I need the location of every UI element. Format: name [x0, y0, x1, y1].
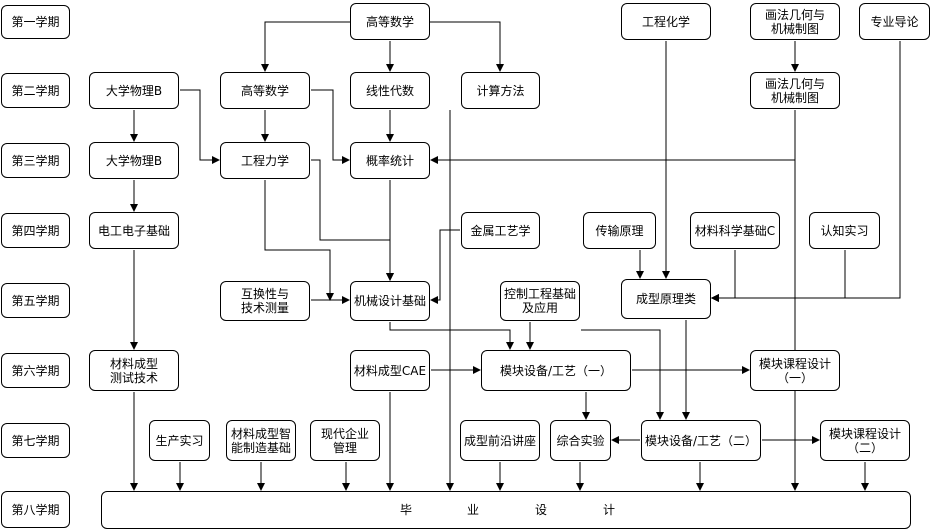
course-forming-cae: 材料成型CAE — [350, 350, 430, 391]
prerequisite-arrow — [711, 250, 846, 302]
graduation-char-3: 设 — [535, 503, 548, 517]
course-production-practice: 生产实习 — [149, 420, 210, 461]
prerequisite-arrow — [430, 21, 504, 72]
semester-label-7: 第七学期 — [1, 423, 70, 458]
graduation-project: 毕 业 设 计 — [101, 491, 911, 529]
course-engineering-mechanics: 工程力学 — [220, 142, 310, 179]
course-probability-statistics: 概率统计 — [350, 142, 430, 179]
course-electrical-electronics: 电工电子基础 — [89, 212, 179, 249]
course-linear-algebra: 线性代数 — [350, 72, 430, 109]
course-descriptive-geometry-2: 画法几何与 机械制图 — [750, 72, 840, 109]
course-materials-science-c: 材料科学基础C — [690, 212, 780, 249]
semester-label-5: 第五学期 — [1, 283, 70, 318]
semester-label-4: 第四学期 — [1, 213, 70, 248]
prerequisite-arrow — [581, 329, 664, 420]
prerequisite-arrow — [711, 250, 736, 302]
course-forming-testing: 材料成型 测试技术 — [89, 350, 179, 391]
semester-label-8: 第八学期 — [1, 491, 70, 528]
course-physics-b-2: 大学物理B — [89, 142, 179, 179]
course-frontier-lectures: 成型前沿讲座 — [460, 420, 540, 461]
prerequisite-arrow — [264, 180, 334, 301]
semester-label-1: 第一学期 — [1, 5, 70, 39]
course-enterprise-management: 现代企业 管理 — [310, 420, 380, 461]
course-transport-principles: 传输原理 — [583, 212, 656, 249]
prerequisite-arrow — [180, 89, 220, 164]
course-control-engineering: 控制工程基础 及应用 — [500, 281, 580, 321]
graduation-char-2: 业 — [467, 503, 480, 517]
course-module-equipment-1: 模块设备/工艺（一） — [481, 350, 631, 391]
course-forming-principles: 成型原理类 — [621, 279, 711, 319]
course-major-intro: 专业导论 — [859, 3, 930, 40]
course-smart-manufacturing: 材料成型智 能制造基础 — [226, 420, 296, 461]
prerequisite-arrow — [430, 229, 460, 304]
course-module-project-2: 模块课程设计 （二） — [820, 420, 910, 461]
course-module-equipment-2: 模块设备/工艺（二） — [641, 420, 761, 461]
semester-label-3: 第三学期 — [1, 143, 70, 178]
course-advanced-math-1: 高等数学 — [350, 3, 430, 40]
course-tolerance-measurement: 互换性与 技术测量 — [220, 281, 310, 321]
semester-label-6: 第六学期 — [1, 353, 70, 388]
course-module-project-1: 模块课程设计 （一） — [750, 350, 840, 391]
prerequisite-arrow — [261, 21, 350, 72]
course-comprehensive-experiment: 综合实验 — [550, 420, 611, 461]
graduation-char-1: 毕 — [400, 503, 413, 517]
course-machine-design: 机械设计基础 — [350, 281, 430, 321]
prerequisite-arrow — [311, 89, 350, 164]
course-descriptive-geometry-1: 画法几何与 机械制图 — [750, 3, 840, 40]
course-engineering-chemistry: 工程化学 — [621, 3, 711, 40]
semester-label-2: 第二学期 — [1, 73, 70, 108]
course-cognition-practice: 认知实习 — [809, 212, 880, 249]
course-numerical-methods: 计算方法 — [461, 72, 540, 109]
course-advanced-math-2: 高等数学 — [220, 72, 310, 109]
course-physics-b-1: 大学物理B — [89, 72, 179, 109]
course-metal-technology: 金属工艺学 — [461, 212, 540, 249]
graduation-char-4: 计 — [603, 503, 616, 517]
prerequisite-arrow — [389, 322, 514, 350]
